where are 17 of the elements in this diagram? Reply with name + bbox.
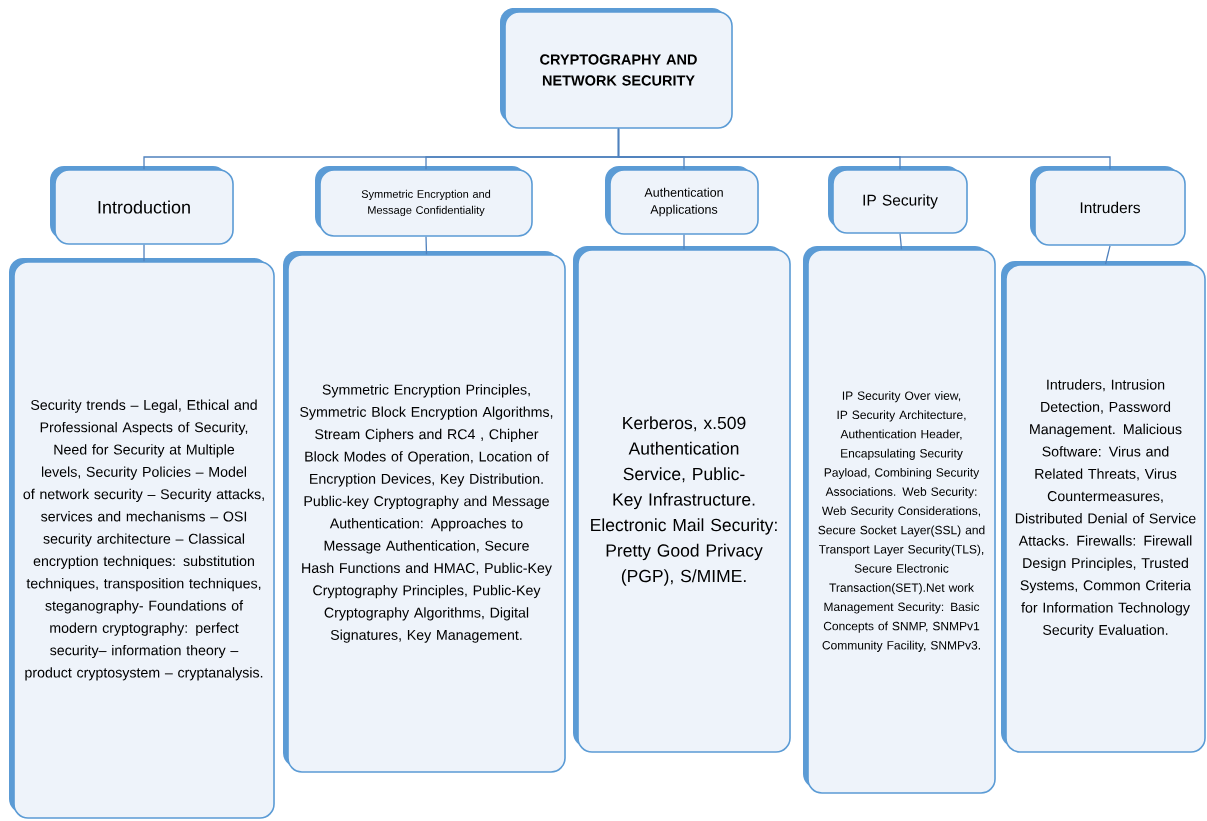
title-box: CRYPTOGRAPHY AND NETWORK SECURITY bbox=[500, 8, 733, 129]
connector bbox=[425, 236, 428, 255]
header-box: Symmetric Encryption and Message Confidentiality bbox=[315, 166, 533, 237]
content-box: Symmetric Encryption Principles, Symmetric Block Encryption Algorithms, Stream Ciphers and RC4 , Chipher Block Modes of Operation, Location of Encryption Devices, Key Distribution. Public-key Cryptography and Message Authentication: Approaches to Message Authentication, Secure Hash Functions and HMAC, Public-Key Cryptography Principles, Public-Key Cryptography Algorithms, Digital Signatures, Key Management. bbox=[283, 251, 566, 773]
connector bbox=[683, 234, 685, 250]
connector bbox=[143, 244, 145, 262]
content-box: Kerberos, x.509 Authentication Service, Public-Key Infrastructure. Electronic Mail Security: Pretty Good Privacy (PGP), S/MIME. bbox=[573, 246, 791, 753]
header-box: IP Security bbox=[828, 166, 968, 234]
header-box: Introduction bbox=[50, 166, 234, 245]
content-box: Intruders, Intrusion Detection, Password Management. Malicious Software: Virus and Related Threats, Virus Countermeasures, Distributed Denial of Service Attacks. Firewalls: Firewall Design Principles, Trusted Systems, Common Criteria for Information Technology Security Evaluation. bbox=[1001, 261, 1206, 753]
header-box: Authentication Applications bbox=[605, 166, 759, 235]
connector bbox=[617, 128, 1111, 170]
connector bbox=[1104, 245, 1111, 265]
content-box: Security trends – Legal, Ethical and Professional Aspects of Security, Need for Security at Multiple levels, Security Policies – Model of network security – Security attacks, services and mechanisms – OSI security architecture – Classical encryption techniques: substitution techniques, transposition techniques, steganography- Foundations of modern cryptography: perfect security– information theory – product cryptosystem – cryptanalysis. bbox=[9, 258, 275, 819]
header-box: Intruders bbox=[1030, 166, 1186, 246]
connector bbox=[899, 233, 903, 250]
content-box: IP Security Over view, IP Security Architecture, Authentication Header, Encapsulating Security Payload, Combining Security Associations. Web Security: Web Security Considerations, Secure Socket Layer(SSL) and Transport Layer Security(TLS), Secure Electronic Transaction(SET).Net work Management Security: Basic Concepts of SNMP, SNMPv1 Community Facility, SNMPv3. bbox=[803, 246, 996, 794]
